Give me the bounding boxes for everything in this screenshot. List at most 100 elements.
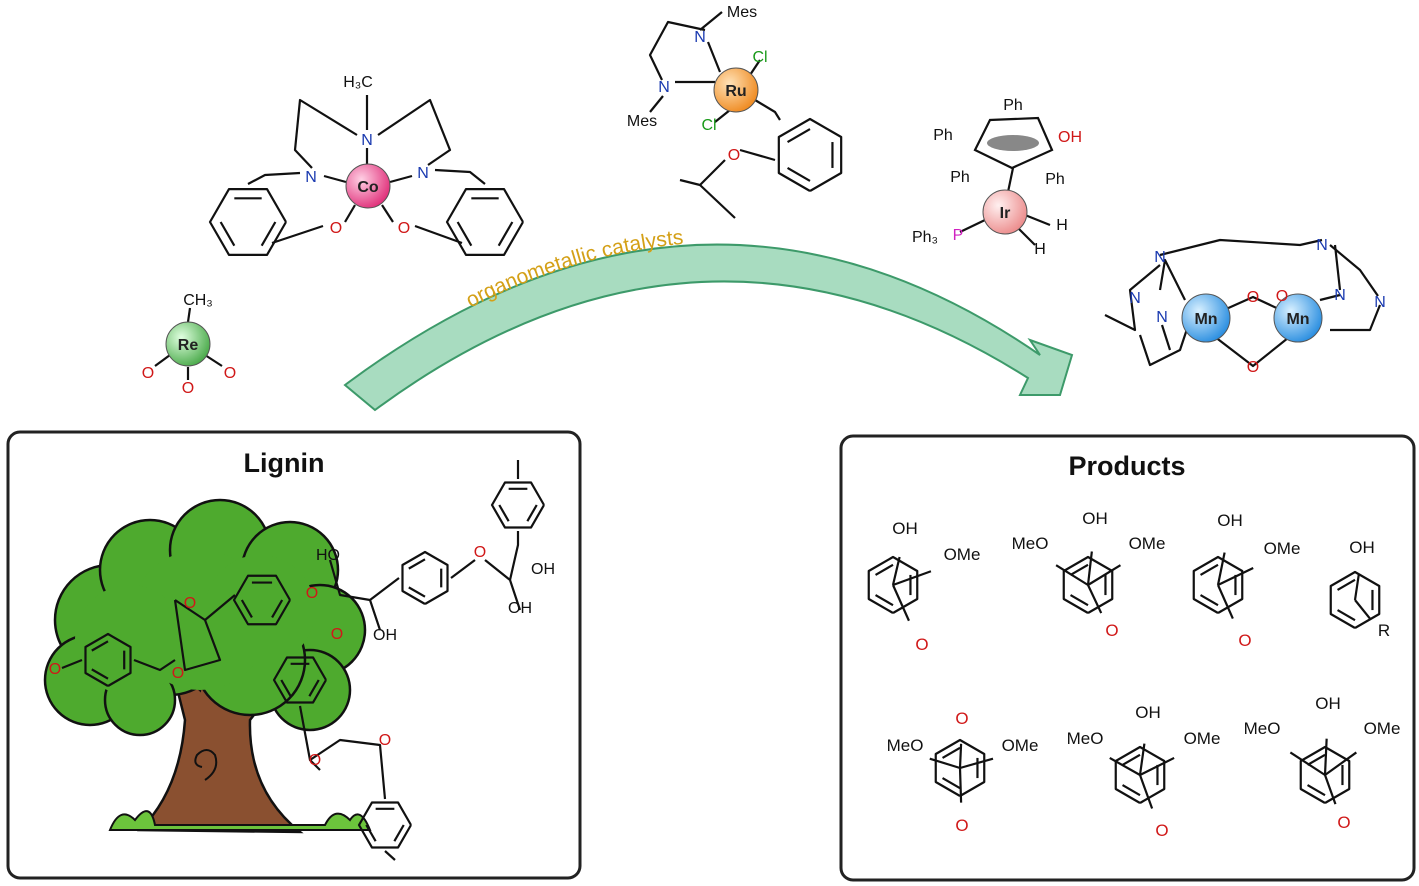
product-atom-label: MeO: [1244, 719, 1281, 738]
bond: [133, 658, 176, 672]
iridium-label: Ir: [1000, 205, 1011, 222]
benzene-ring: [401, 550, 449, 605]
benzene-ring: [208, 187, 287, 257]
bond: [323, 174, 347, 184]
double-bond: [280, 679, 292, 697]
bond: [1104, 264, 1161, 332]
double-bond: [408, 558, 426, 570]
re-ligand-label: O: [224, 365, 236, 382]
double-bond: [497, 221, 514, 247]
substituent-bond: [891, 556, 901, 586]
ru-ligand-label: O: [728, 147, 740, 164]
product-atom-label: OMe: [1364, 719, 1401, 738]
product-atom-label: OH: [1135, 703, 1161, 722]
double-bond: [1336, 578, 1356, 591]
double-bond: [874, 563, 894, 576]
substituent-bond: [958, 767, 963, 803]
lignin-title: Lignin: [244, 448, 325, 478]
double-bond: [941, 777, 961, 790]
ir-ligand-label: H: [1056, 217, 1068, 234]
substituent-bond: [1324, 751, 1357, 776]
substituent-bond: [1323, 774, 1337, 805]
bond: [368, 599, 382, 631]
lignin-atom-label: O: [184, 595, 196, 612]
bond: [389, 174, 413, 184]
bond: [959, 219, 986, 233]
ru-ligand-label: Cl: [701, 117, 716, 134]
double-bond: [240, 599, 253, 619]
co-ligand-label: O: [330, 220, 342, 237]
substituent-bond: [1217, 566, 1254, 586]
ir-ligand-label: H: [1034, 241, 1046, 258]
bond: [293, 98, 358, 169]
bond: [414, 224, 463, 245]
product-atom-label: OMe: [1002, 736, 1039, 755]
bond: [1024, 213, 1051, 227]
substituent-bond: [1087, 564, 1122, 586]
benzene-ring: [232, 574, 291, 626]
curved-arrow: [343, 243, 1074, 412]
double-bond: [1336, 609, 1356, 622]
ir-ligand-label: Ph: [1045, 171, 1065, 188]
double-bond: [1121, 784, 1141, 797]
aromatic-center: [987, 135, 1039, 151]
substituent-bond: [892, 570, 932, 587]
lignin-atom-label: O: [306, 585, 318, 602]
bond: [328, 559, 400, 602]
double-bond: [1306, 784, 1326, 797]
bond: [344, 204, 356, 223]
co-ligand-label: N: [417, 165, 429, 182]
manganese-atom: [1181, 293, 1231, 343]
double-bond: [526, 504, 538, 522]
bond: [1205, 329, 1299, 368]
product-ring: [934, 738, 986, 797]
substituent-bond: [1216, 584, 1234, 619]
product-atom-label: O: [955, 816, 968, 835]
re-ligand-label: CH₃: [183, 292, 213, 309]
double-bond: [408, 586, 426, 598]
bond: [247, 171, 301, 185]
mn-ligand-label: N: [1334, 287, 1346, 304]
substituent-bond: [958, 743, 963, 769]
mn-ligand-label: N: [1374, 294, 1386, 311]
product-ring: [1114, 745, 1166, 804]
bond: [377, 98, 452, 166]
bond: [754, 99, 781, 121]
double-bond: [787, 128, 811, 143]
substituent-bond: [1353, 573, 1360, 601]
mn-ligand-label: O: [1247, 289, 1259, 306]
bond: [298, 705, 387, 800]
ir-ligand-label: OH: [1058, 129, 1082, 146]
bond: [450, 559, 476, 579]
bond: [1159, 238, 1323, 257]
benzene-ring: [777, 117, 843, 192]
re-ligand-label: O: [142, 365, 154, 382]
lignin-atom-label: OH: [373, 627, 397, 644]
double-bond: [91, 668, 109, 680]
ru-ligand-label: N: [694, 29, 706, 46]
bond: [699, 11, 723, 31]
product-atom-label: OMe: [944, 545, 981, 564]
benzene-ring: [357, 801, 412, 849]
product-atom-label: OH: [892, 519, 918, 538]
bond: [1017, 227, 1036, 246]
lignin-atom-label: O: [474, 544, 486, 561]
bond: [381, 204, 394, 223]
product-ring: [1299, 745, 1351, 804]
product-atom-label: O: [1155, 821, 1168, 840]
double-bond: [219, 221, 236, 247]
double-bond: [1199, 563, 1219, 576]
bond: [271, 224, 324, 245]
co-ligand-label: O: [398, 220, 410, 237]
double-bond: [874, 594, 894, 607]
product-atom-label: O: [1238, 631, 1251, 650]
lignin-atom-label: O: [172, 665, 184, 682]
double-bond: [787, 167, 811, 182]
bond: [1333, 244, 1342, 291]
ru-ligand-label: Mes: [727, 4, 757, 21]
product-atom-label: O: [1337, 813, 1350, 832]
lignin-atom-label: OH: [508, 600, 532, 617]
